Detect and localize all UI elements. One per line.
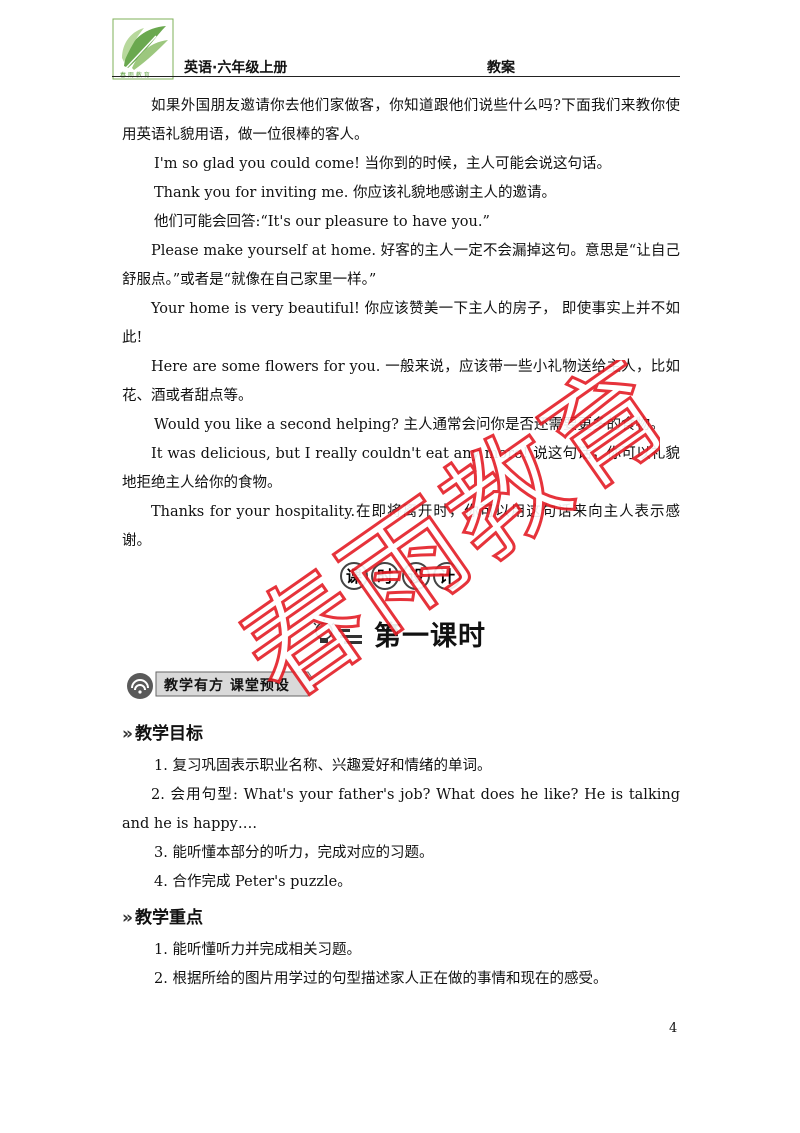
page-header: 春 雨 教 育 英语·六年级上册 教案 (112, 18, 680, 80)
phrase-make-yourself-home: Please make yourself at home. 好客的主人一定不会漏… (122, 243, 680, 288)
key-points-heading: »教学重点 (122, 903, 203, 928)
double-chevron-icon: » (122, 724, 133, 744)
leaf-logo-icon: 春 雨 教 育 (112, 18, 174, 80)
document-type: 教案 (487, 60, 515, 76)
tab-banner: 教学有方 课堂预设 (120, 668, 320, 700)
objective-item: 4. 合作完成 Peter's puzzle。 (154, 874, 352, 890)
key-point-item: 2. 根据所给的图片用学过的句型描述家人正在做的事情和现在的感受。 (154, 971, 608, 987)
phrase-glad-you-came: I'm so glad you could come! 当你到的时候，主人可能会… (154, 156, 612, 172)
banner-char: 时 (377, 567, 393, 586)
lesson-title: 第一课时 (310, 612, 510, 656)
phrase-second-helping: Would you like a second helping? 主人通常会问你… (154, 417, 665, 433)
phrase-flowers: Here are some flowers for you. 一般来说，应该带一… (122, 359, 680, 404)
book-title: 英语·六年级上册 (184, 60, 288, 76)
header-rule (112, 76, 680, 77)
page-number: 4 (669, 1021, 678, 1036)
objective-item: 1. 复习巩固表示职业名称、兴趣爱好和情绪的单词。 (154, 758, 492, 774)
banner-badge (340, 562, 461, 590)
objective-item: 2. 会用句型: What's your father's job? What … (122, 787, 680, 832)
section-banner: 课 时 设 计 (340, 562, 461, 590)
lightbulb-icon (313, 619, 362, 644)
banner-char: 设 (408, 567, 425, 586)
banner-char: 计 (439, 567, 455, 586)
objectives-heading-text: 教学目标 (134, 724, 203, 744)
phrase-hospitality: Thanks for your hospitality.在即将离开时，你可以用这… (122, 504, 680, 549)
phrase-delicious: It was delicious, but I really couldn't … (122, 446, 680, 491)
phrase-our-pleasure: 他们可能会回答:“It's our pleasure to have you.” (154, 214, 490, 230)
tab-banner-label: 教学有方 课堂预设 (164, 678, 290, 694)
svg-text:春 雨 教 育: 春 雨 教 育 (120, 71, 150, 79)
phrase-thank-you-inviting: Thank you for inviting me. 你应该礼貌地感谢主人的邀请… (154, 185, 556, 201)
lesson-title-text: 第一课时 (374, 621, 486, 652)
phrase-home-beautiful: Your home is very beautiful! 你应该赞美一下主人的房… (122, 301, 680, 346)
intro-paragraph: 如果外国朋友邀请你去他们家做客，你知道跟他们说些什么吗?下面我们来教你使用英语礼… (122, 98, 680, 143)
banner-char: 课 (346, 567, 363, 586)
objective-item: 3. 能听懂本部分的听力，完成对应的习题。 (154, 845, 434, 861)
key-points-heading-text: 教学重点 (134, 908, 203, 928)
objectives-heading: »教学目标 (122, 719, 203, 744)
key-point-item: 1. 能听懂听力并完成相关习题。 (154, 942, 361, 958)
double-chevron-icon: » (122, 908, 133, 928)
tab-banner-shape (127, 671, 317, 699)
